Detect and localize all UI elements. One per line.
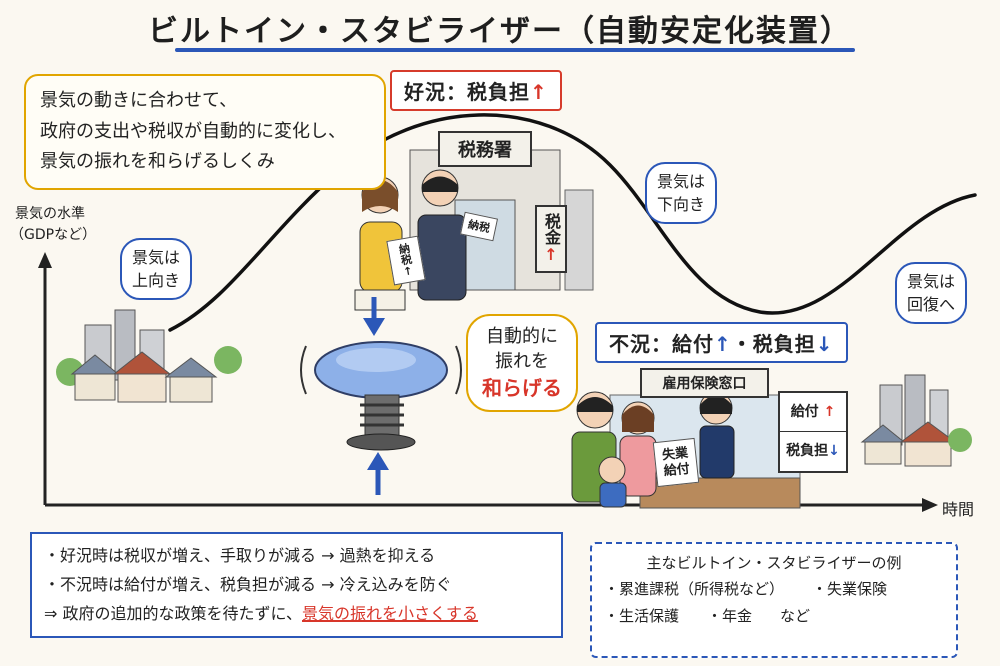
speech-line: 回復へ (907, 295, 956, 315)
benefit-row: 給付 ↑ (780, 393, 846, 431)
example-item: ・累進課税（所得税など） (604, 580, 785, 599)
business-cycle-curve (168, 113, 977, 332)
speech-economy-down: 景気は 下向き (645, 162, 718, 225)
summary-prefix: ⇒ 政府の追加的な政策を待たずに、 (44, 603, 303, 623)
benefit-text: 給付 (790, 404, 819, 420)
paper-text: 納税 (396, 242, 414, 267)
arrow-up-icon: ↑ (714, 332, 732, 356)
examples-row: ・生活保護 ・年金 など (604, 603, 944, 629)
example-item: ・年金 (707, 606, 753, 625)
benefit-board: 給付 ↑ 税負担↓ (778, 391, 848, 473)
paper-text: 給付 (663, 461, 691, 479)
speech-line-highlight: 和らげる (482, 376, 562, 401)
y-axis-arrowhead (38, 252, 52, 268)
y-axis-label: 景気の水準 （GDPなど） (10, 204, 97, 246)
arrow-down-icon (363, 318, 385, 336)
intro-line: 景気の動きに合わせて、 (40, 90, 238, 111)
arrow-up-icon (367, 452, 389, 470)
examples-box: 主なビルトイン・スタビライザーの例 ・累進課税（所得税など） ・失業保険 ・生活… (590, 542, 958, 658)
employment-insurance-sign: 雇用保険窓口 (640, 368, 769, 398)
y-axis-label-line1: 景気の水準 (15, 206, 85, 222)
x-axis-arrowhead (922, 498, 938, 512)
y-axis-label-line2: （GDPなど） (10, 227, 97, 243)
speech-line: 振れを (495, 351, 549, 373)
speech-line: 景気は (132, 248, 181, 267)
arrow-down-icon: ↓ (815, 332, 834, 356)
city-right (860, 374, 972, 467)
arrow-down-icon: ↓ (828, 443, 840, 459)
speech-line: 景気は (657, 172, 706, 191)
tax-money-sign: 税金 ↑ (535, 205, 567, 273)
recession-label: 不況：給付↑・税負担↓ (595, 322, 848, 363)
examples-row: ・累進課税（所得税など） ・失業保険 (604, 576, 944, 602)
summary-line: ・好況時は税収が増え、手取りが減る → 過熱を抑える (44, 546, 436, 565)
employment-office-scene (571, 391, 801, 509)
intro-line: 政府の支出や税収が自動的に変化し、 (40, 120, 346, 142)
unemployment-benefit-paper: 失業 給付 (652, 437, 700, 488)
intro-line: 景気の振れを和らげるしくみ (40, 151, 275, 173)
tax-money-text: 税金 (542, 213, 561, 245)
speech-line: 下向き (657, 195, 706, 215)
speech-line: 上向き (132, 271, 181, 291)
speech-economy-recovery: 景気は 回復へ (895, 262, 968, 325)
summary-line: ⇒ 政府の追加的な政策を待たずに、景気の振れを小さくする (44, 600, 549, 629)
stabilizer-spring-illustration (300, 297, 462, 495)
example-item: ・生活保護 (604, 606, 680, 625)
arrow-up-icon: ↑ (823, 404, 836, 420)
arrow-up-icon: ↑ (530, 80, 548, 104)
speech-line: 景気は (907, 272, 956, 291)
tax-burden-row: 税負担↓ (780, 431, 846, 470)
examples-heading: 主なビルトイン・スタビライザーの例 (646, 554, 902, 572)
page-title: ビルトイン・スタビライザー（自動安定化装置） (148, 14, 852, 49)
tax-burden-text: 税負担 (786, 443, 829, 459)
speech-line: 自動的に (486, 326, 558, 347)
summary-line: ・不況時は給付が増え、税負担が減る → 冷え込みを防ぐ (44, 574, 452, 594)
speech-economy-up: 景気は 上向き (120, 238, 193, 301)
summary-highlight: 景気の振れを小さくする (302, 603, 479, 623)
x-axis-label: 時間 (942, 500, 975, 519)
title-underline (175, 48, 855, 52)
example-item: ・失業保険 (812, 580, 888, 599)
boom-label: 好況：税負担↑ (390, 70, 562, 111)
arrow-up-icon: ↑ (402, 264, 414, 279)
speech-auto-smooth: 自動的に 振れを 和らげる (466, 314, 578, 413)
intro-explanation-bubble: 景気の動きに合わせて、 政府の支出や税収が自動的に変化し、 景気の振れを和らげる… (24, 74, 386, 190)
summary-box: ・好況時は税収が増え、手取りが減る → 過熱を抑える ・不況時は給付が増え、税負… (30, 532, 563, 639)
city-left (56, 309, 242, 403)
example-item: など (780, 606, 811, 625)
recession-label-part2: ・税負担 (731, 332, 816, 356)
recession-label-part1: 不況：給付 (609, 332, 714, 356)
arrow-up-icon: ↑ (544, 245, 558, 264)
boom-label-text: 好況：税負担 (404, 80, 530, 104)
tax-office-sign: 税務署 (438, 131, 532, 167)
